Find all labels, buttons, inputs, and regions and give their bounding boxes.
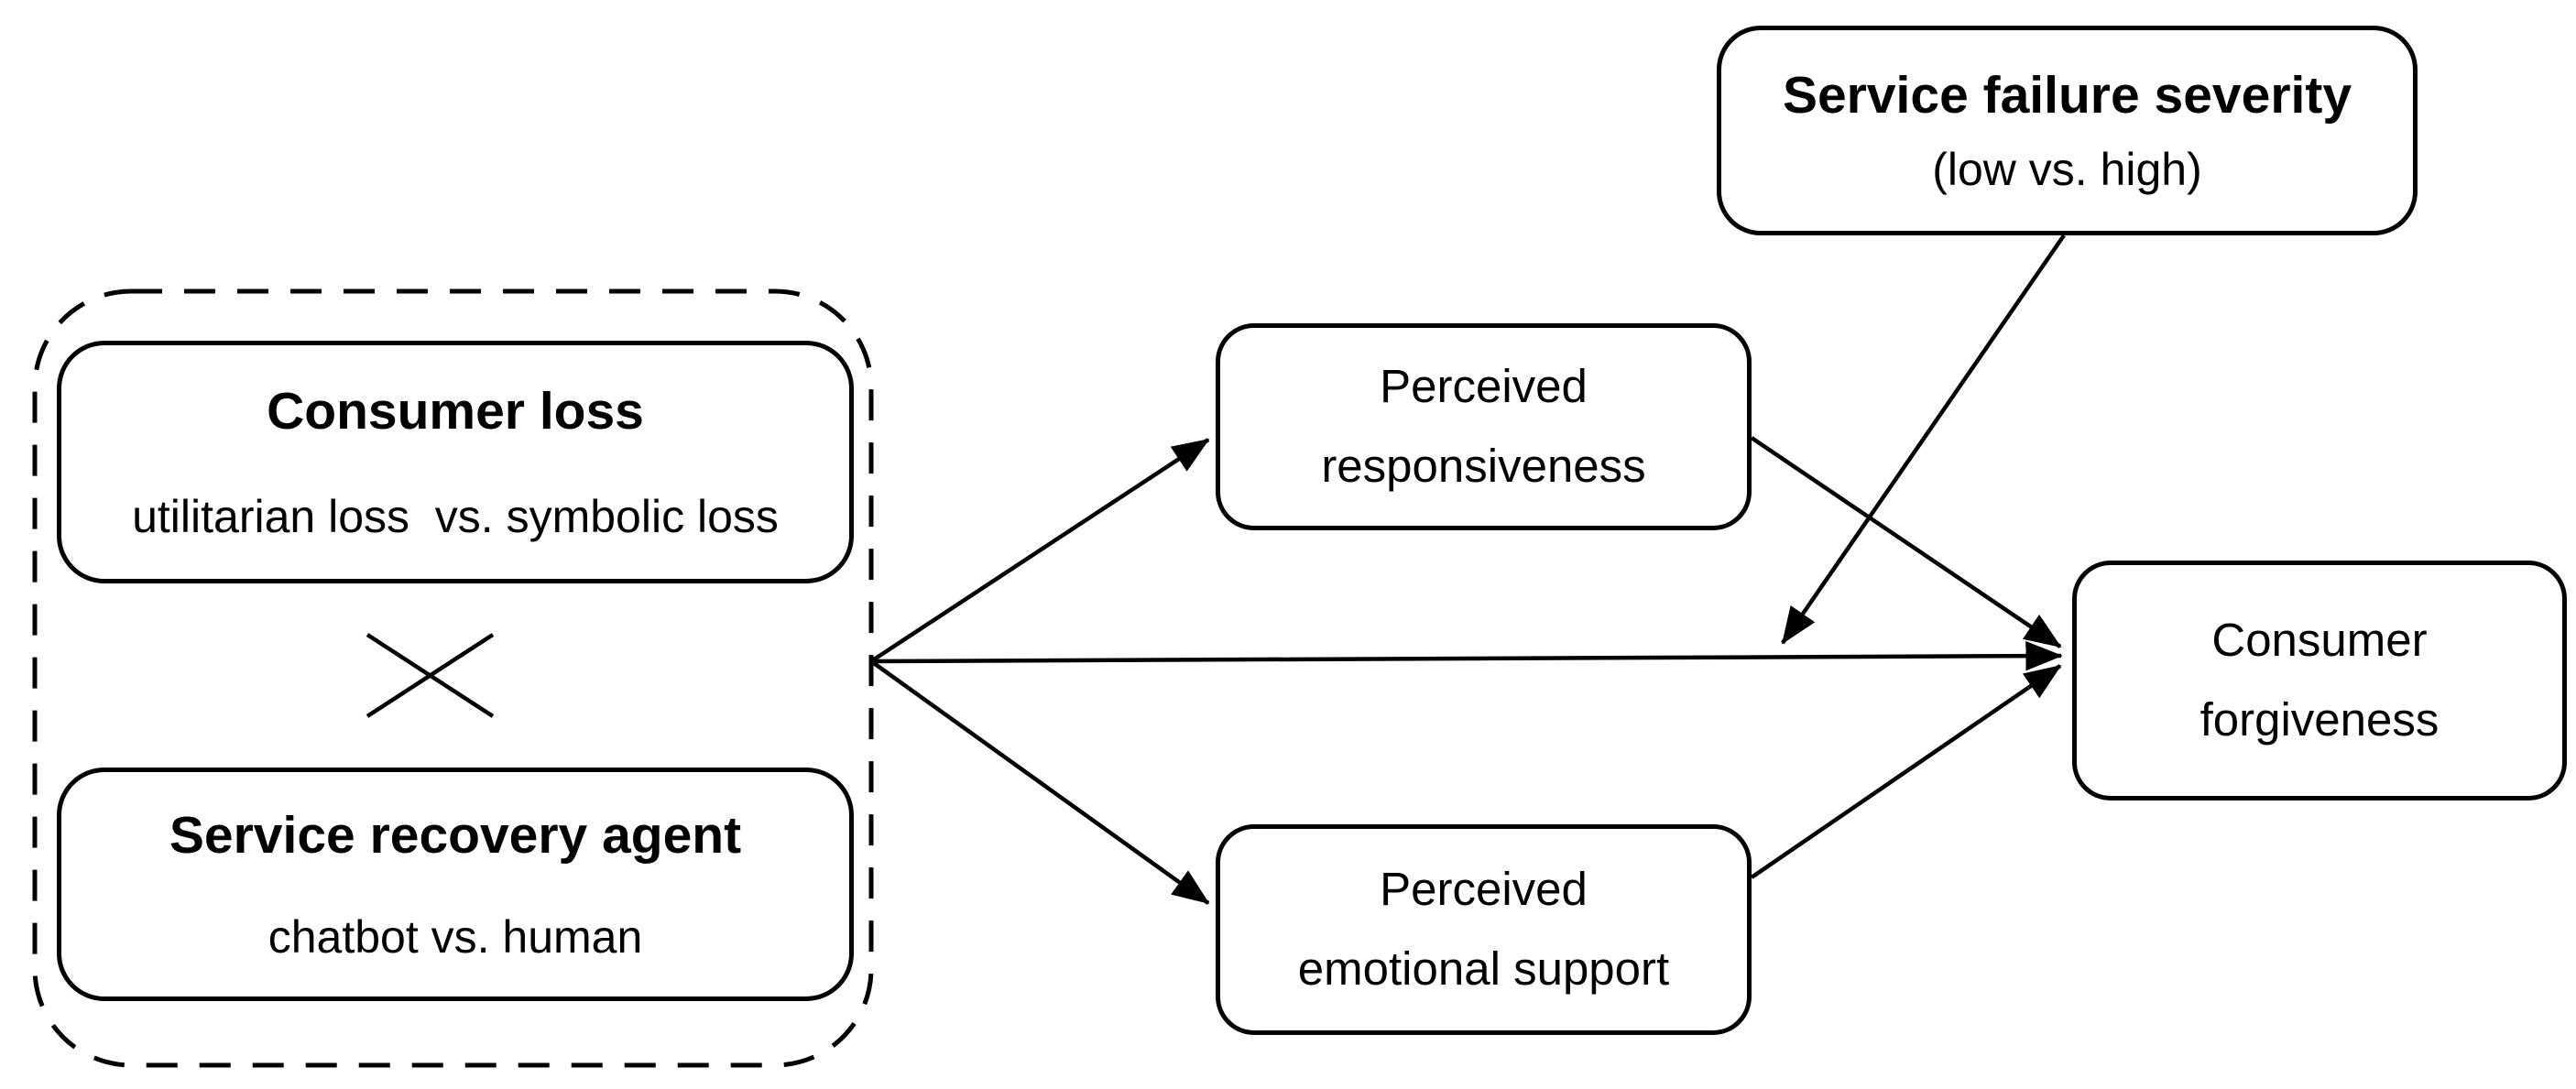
service-failure-severity-title: Service failure severity <box>1782 65 2352 125</box>
service-recovery-agent-title: Service recovery agent <box>169 805 742 865</box>
perceived-emotional-support-label: Perceived emotional support <box>1297 863 1670 995</box>
node-service-failure-severity: Service failure severity (low vs. high) <box>1717 26 2418 235</box>
perceived-responsiveness-label: Perceived responsiveness <box>1321 360 1646 492</box>
edge-iv-to-forgiveness-arrow <box>870 640 2063 671</box>
node-perceived-emotional-support: Perceived emotional support <box>1216 824 1752 1035</box>
edge-severity-moderation-arrow <box>1781 234 2066 645</box>
edge-responsiveness-to-forgiveness-arrow <box>1750 436 2062 648</box>
consumer-loss-subtitle: utilitarian loss vs. symbolic loss <box>132 490 779 542</box>
service-recovery-agent-subtitle: chatbot vs. human <box>267 910 643 963</box>
consumer-forgiveness-label: Consumer forgiveness <box>2199 614 2440 746</box>
edge-emotional-support-to-forgiveness-arrow <box>1750 664 2062 879</box>
edge-iv-to-emotional-support-arrow <box>869 659 1210 905</box>
node-service-recovery-agent: Service recovery agent chatbot vs. human <box>57 768 854 1001</box>
node-perceived-responsiveness: Perceived responsiveness <box>1216 323 1752 530</box>
independent-variables-dashed-group <box>32 289 874 1068</box>
interaction-x-stroke-2 <box>366 633 495 718</box>
interaction-x-symbol <box>366 633 495 718</box>
node-consumer-loss: Consumer loss utilitarian loss vs. symbo… <box>57 341 854 583</box>
node-consumer-forgiveness: Consumer forgiveness <box>2072 561 2567 800</box>
edge-iv-to-responsiveness-arrow <box>869 438 1210 663</box>
service-failure-severity-subtitle: (low vs. high) <box>1932 143 2202 195</box>
consumer-loss-title: Consumer loss <box>267 381 644 441</box>
